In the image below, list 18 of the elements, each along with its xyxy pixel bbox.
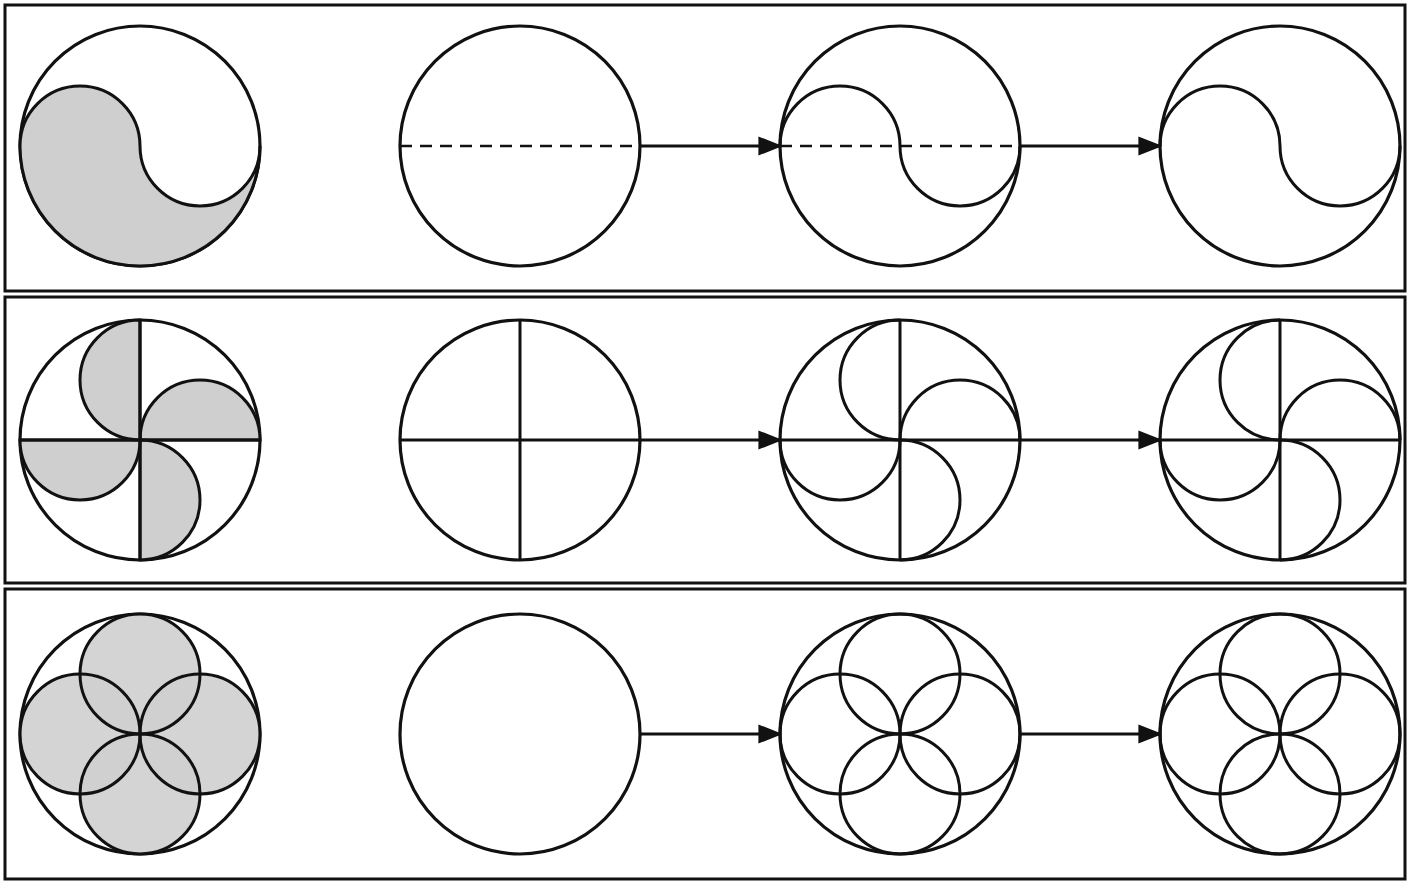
arrow bbox=[640, 724, 783, 744]
circle-pattern-drawing bbox=[1156, 22, 1404, 270]
circle-pattern-drawing bbox=[776, 610, 1024, 858]
arrow bbox=[1020, 724, 1163, 744]
arrow bbox=[1020, 430, 1163, 450]
arrow bbox=[640, 136, 783, 156]
circle-pattern-drawing bbox=[1156, 316, 1404, 564]
circle-pattern-drawing bbox=[396, 22, 644, 270]
circle-pattern-drawing bbox=[776, 22, 1024, 270]
circle-pattern-drawing bbox=[1156, 610, 1404, 858]
arrow bbox=[640, 430, 783, 450]
circle-pattern-drawing bbox=[16, 22, 264, 270]
circle-pattern-drawing bbox=[776, 316, 1024, 564]
circle-pattern-drawing bbox=[396, 316, 644, 564]
arrow bbox=[1020, 136, 1163, 156]
circle-pattern-drawing bbox=[16, 610, 264, 858]
circle-pattern-drawing bbox=[16, 316, 264, 564]
circle-pattern-drawing bbox=[396, 610, 644, 858]
